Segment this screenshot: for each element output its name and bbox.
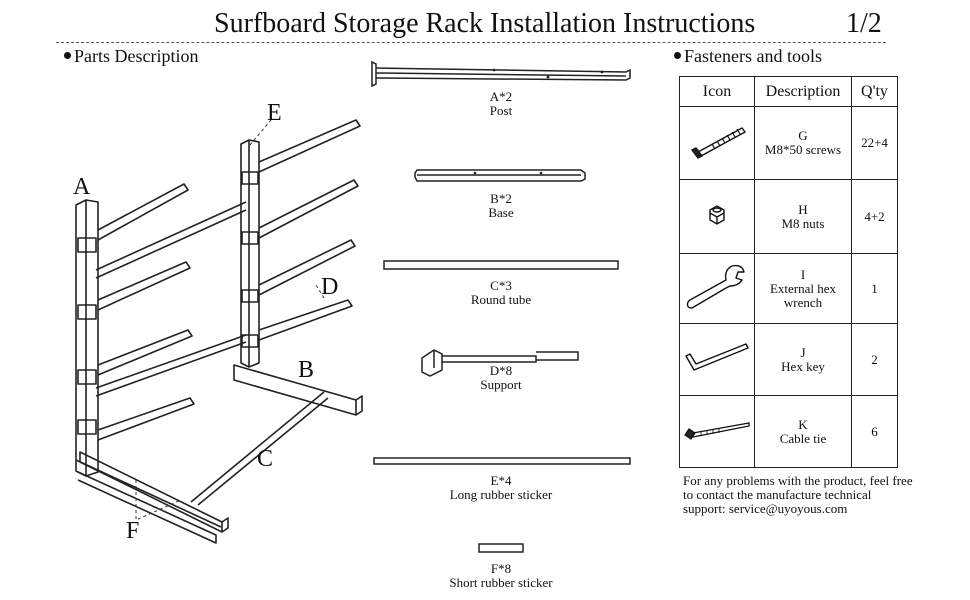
- fastener-letter: I: [800, 266, 806, 282]
- column-header-description: Description: [754, 76, 852, 107]
- table-row: J Hex key 2: [679, 323, 898, 396]
- label-a: A: [73, 174, 91, 200]
- table-row: H M8 nuts 4+2: [679, 179, 898, 254]
- part-c-caption: C*3 Round tube: [440, 279, 562, 307]
- qty-cell: 1: [851, 253, 898, 324]
- part-name: Long rubber sticker: [449, 487, 553, 502]
- bullet-icon: [64, 52, 71, 60]
- label-e: E: [267, 100, 282, 126]
- part-d-caption: D*8 Support: [440, 364, 562, 392]
- part-e-caption: E*4 Long rubber sticker: [430, 474, 572, 502]
- support-contact-note: For any problems with the product, feel …: [683, 473, 913, 516]
- description-cell: H M8 nuts: [754, 179, 852, 254]
- fastener-description: Cable tie: [779, 430, 827, 446]
- page-title: Surfboard Storage Rack Installation Inst…: [214, 8, 756, 39]
- page-number: 1/2: [846, 8, 882, 39]
- table-row: G M8*50 screws 22+4: [679, 106, 898, 180]
- fastener-description: External hex wrench: [769, 280, 837, 310]
- screw-icon: [690, 126, 747, 159]
- part-f-short-rubber-sticker-drawing: [478, 543, 524, 553]
- part-name: Short rubber sticker: [449, 575, 553, 590]
- part-code: F*8: [490, 561, 512, 576]
- parts-heading: Parts Description: [64, 46, 198, 67]
- part-c-round-tube-drawing: [383, 260, 619, 270]
- part-code: E*4: [490, 473, 512, 488]
- cable-tie-icon-cell: [679, 395, 755, 468]
- table-row: I External hex wrench 1: [679, 253, 898, 324]
- fastener-letter: K: [798, 416, 808, 432]
- label-f: F: [126, 518, 140, 544]
- fastener-letter: H: [798, 201, 808, 217]
- parts-heading-text: Parts Description: [74, 46, 199, 66]
- part-d-support-drawing: [421, 349, 579, 377]
- part-a-caption: A*2 Post: [440, 90, 562, 118]
- hex-key-icon-cell: [679, 323, 755, 396]
- part-f-caption: F*8 Short rubber sticker: [430, 562, 572, 590]
- label-c: C: [257, 446, 274, 472]
- cable-tie-icon: [684, 422, 750, 440]
- part-name: Base: [488, 205, 514, 220]
- wrench-icon: [686, 264, 745, 309]
- fastener-description: Hex key: [781, 358, 825, 374]
- table-header-row: Icon Description Q'ty: [679, 76, 898, 107]
- nut-icon: [709, 205, 725, 225]
- part-name: Round tube: [470, 292, 532, 307]
- qty-cell: 22+4: [851, 106, 898, 180]
- part-a-post-drawing: [371, 60, 631, 88]
- fasteners-table: Icon Description Q'ty G M8*50 screws 22+…: [679, 76, 898, 468]
- part-code: D*8: [489, 363, 513, 378]
- nut-icon-cell: [679, 179, 755, 254]
- part-code: B*2: [490, 191, 512, 206]
- column-header-qty: Q'ty: [851, 76, 898, 107]
- fastener-letter: G: [798, 128, 808, 143]
- column-header-icon: Icon: [679, 76, 755, 107]
- qty-cell: 4+2: [851, 179, 898, 254]
- title-divider: [56, 42, 886, 43]
- bullet-icon: [674, 52, 681, 60]
- part-name: Support: [480, 377, 522, 392]
- part-b-caption: B*2 Base: [440, 192, 562, 220]
- assembled-rack-illustration: [75, 119, 363, 544]
- label-b: B: [298, 357, 315, 383]
- part-e-long-rubber-sticker-drawing: [373, 457, 631, 465]
- qty-cell: 2: [851, 323, 898, 396]
- description-cell: G M8*50 screws: [754, 106, 852, 180]
- table-row: K Cable tie 6: [679, 395, 898, 468]
- fastener-description: M8*50 screws: [764, 142, 842, 157]
- description-cell: K Cable tie: [754, 395, 852, 468]
- qty-cell: 6: [851, 395, 898, 468]
- fastener-description: M8 nuts: [781, 215, 825, 231]
- fastener-letter: J: [800, 344, 806, 360]
- fasteners-heading: Fasteners and tools: [674, 46, 822, 67]
- hex-key-icon: [685, 343, 749, 371]
- screw-icon-cell: [679, 106, 755, 180]
- label-d: D: [321, 274, 339, 300]
- part-code: A*2: [489, 89, 513, 104]
- part-name: Post: [489, 103, 513, 118]
- part-b-base-drawing: [414, 169, 586, 182]
- fasteners-heading-text: Fasteners and tools: [684, 46, 822, 66]
- part-code: C*3: [490, 278, 512, 293]
- wrench-icon-cell: [679, 253, 755, 324]
- description-cell: J Hex key: [754, 323, 852, 396]
- description-cell: I External hex wrench: [754, 253, 852, 324]
